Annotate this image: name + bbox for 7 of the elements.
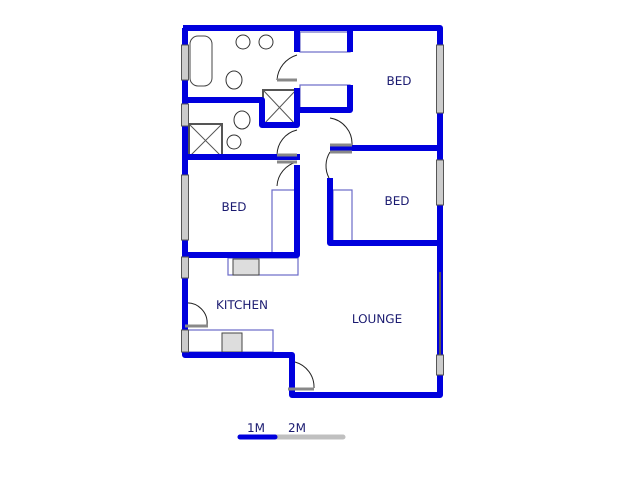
scale-label: 1M xyxy=(247,422,265,434)
room-label: KITCHEN xyxy=(216,299,268,311)
room-label: BED xyxy=(384,195,410,207)
room-label: BED xyxy=(386,75,412,87)
room-label: BED xyxy=(221,201,247,213)
room-label: LOUNGE xyxy=(352,313,402,325)
scale-label: 2M xyxy=(288,422,306,434)
